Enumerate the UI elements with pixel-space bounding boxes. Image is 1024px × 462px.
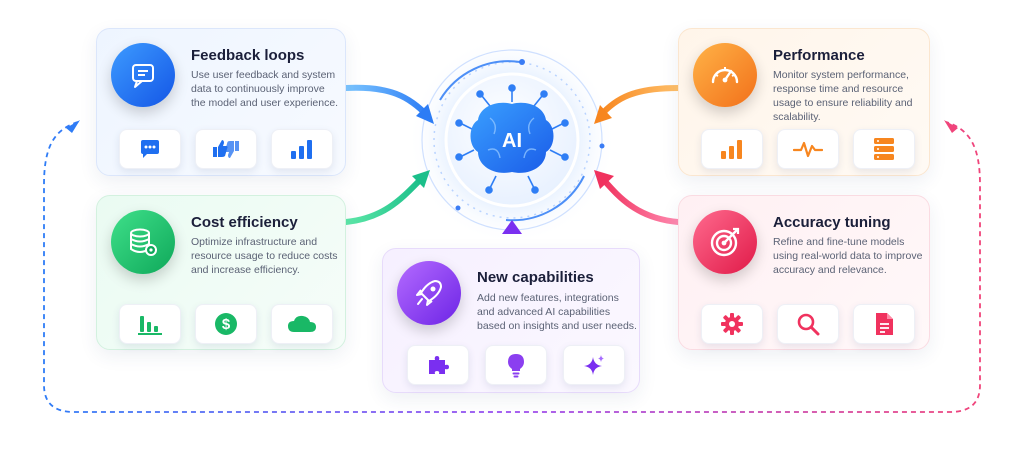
card-title: Cost efficiency [191,214,298,231]
card-description: Monitor system performance, response tim… [773,69,913,123]
bar-chart-icon [291,140,312,159]
card-description: Refine and fine-tune models using real-w… [773,236,923,276]
card-title: Performance [773,47,865,64]
gear-icon [721,313,743,335]
card-accuracy-tuning: Accuracy tuning Refine and fine-tune mod… [678,195,930,350]
thumbs-tile[interactable] [195,129,257,169]
pulse-icon [793,141,823,158]
document-tile[interactable] [853,304,915,344]
chat-bubble-icon [141,140,159,158]
card-new-capabilities: New capabilities Add new features, integ… [382,248,640,393]
bar-chart-icon [138,316,162,335]
server-icon [874,138,894,160]
feedback-badge [111,43,175,107]
card-description: Add new features, integrations and advan… [477,292,637,332]
perf-badge [693,43,757,107]
thumbs-up-down-icon [213,140,239,158]
server-tile[interactable] [853,129,915,169]
bar-chart-tile[interactable] [701,129,763,169]
svg-text:$: $ [222,316,231,333]
card-feedback-loops: Feedback loops Use user feedback and sys… [96,28,346,176]
magnifier-icon [797,313,820,336]
target-icon [710,227,740,257]
lightbulb-icon [508,354,524,378]
pulse-tile[interactable] [777,129,839,169]
card-description: Optimize infrastructure and resource usa… [191,236,338,276]
bar-chart-icon [721,140,742,159]
dollar-icon: $ [215,313,237,335]
puzzle-tile[interactable] [407,345,469,385]
document-icon [876,313,893,335]
sparkle-icon [584,355,604,375]
dollar-tile[interactable]: $ [195,304,257,344]
magnifier-tile[interactable] [777,304,839,344]
puzzle-icon [429,356,449,374]
bar-chart-tile[interactable] [119,304,181,344]
card-performance: Performance Monitor system performance, … [678,28,930,176]
speedometer-icon [711,67,739,84]
gear-tile[interactable] [701,304,763,344]
card-title: New capabilities [477,269,594,286]
new-badge [397,261,461,325]
card-title: Feedback loops [191,47,305,64]
bar-chart-tile[interactable] [271,129,333,169]
lightbulb-tile[interactable] [485,345,547,385]
cloud-icon [288,315,316,332]
rocket-icon [416,280,442,306]
accuracy-badge [693,210,757,274]
cost-badge [111,210,175,274]
card-cost-efficiency: Cost efficiency Optimize infrastructure … [96,195,346,350]
feedback-chat-icon [132,64,154,88]
database-gear-icon [130,228,157,256]
card-description: Use user feedback and system data to con… [191,69,339,109]
sparkle-tile[interactable] [563,345,625,385]
chat-bubble-tile[interactable] [119,129,181,169]
card-title: Accuracy tuning [773,214,891,231]
cloud-tile[interactable] [271,304,333,344]
